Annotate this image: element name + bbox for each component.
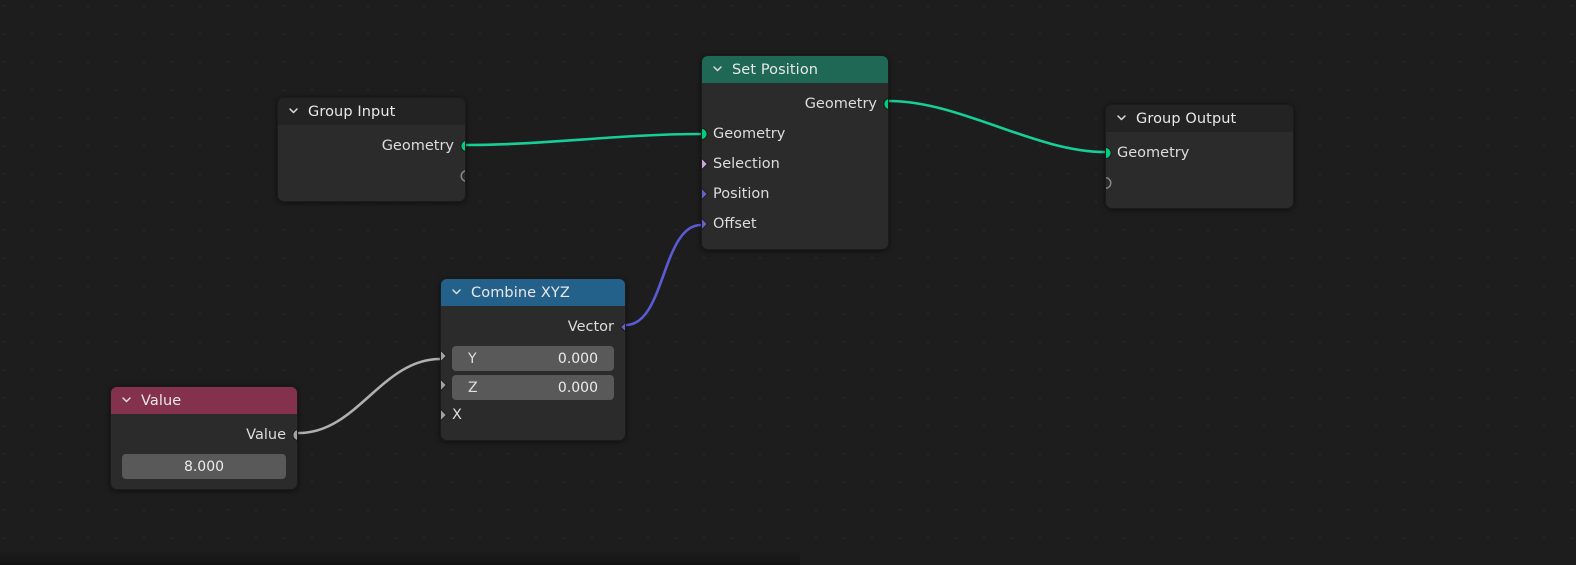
node-body: Value 8.000 [111, 414, 297, 489]
node-header-value[interactable]: Value [111, 387, 297, 414]
socket-label: Selection [713, 156, 780, 172]
socket-value-icon[interactable] [441, 409, 447, 422]
value-field-row[interactable]: 8.000 [111, 450, 297, 479]
node-link[interactable] [464, 132, 703, 147]
field-label: Z [468, 379, 478, 396]
socket-geometry-icon[interactable] [459, 139, 465, 153]
value-field-row[interactable]: Y 0.000 [441, 342, 625, 371]
output-socket-row[interactable]: Value [111, 420, 297, 450]
socket-virtual-icon[interactable] [1106, 177, 1112, 190]
number-field-z[interactable]: Z 0.000 [452, 375, 614, 400]
chevron-down-icon[interactable] [121, 394, 132, 405]
input-socket-row[interactable]: Geometry [1106, 138, 1293, 168]
number-field-y[interactable]: Y 0.000 [452, 346, 614, 371]
socket-label: Geometry [1117, 145, 1190, 161]
field-value: 8.000 [183, 458, 225, 475]
socket-geometry-icon[interactable] [1106, 146, 1112, 160]
field-label: Y [468, 350, 477, 367]
socket-vector-icon[interactable] [619, 321, 625, 334]
node-title: Group Output [1136, 110, 1237, 127]
socket-value-icon[interactable] [291, 428, 297, 442]
socket-value-icon[interactable] [441, 379, 447, 392]
socket-label: Vector [567, 319, 614, 335]
socket-geometry-icon[interactable] [702, 127, 708, 141]
output-socket-row[interactable]: Geometry [702, 89, 888, 119]
node-link[interactable] [887, 99, 1107, 154]
node-header-group-input[interactable]: Group Input [278, 98, 465, 125]
value-field-row[interactable]: Z 0.000 [441, 371, 625, 400]
socket-vector-icon[interactable] [702, 218, 708, 231]
socket-value-icon[interactable] [441, 350, 447, 363]
socket-label: Value [246, 427, 286, 443]
node-header-set-position[interactable]: Set Position [702, 56, 888, 83]
node-title: Value [141, 392, 182, 409]
socket-label: Geometry [804, 96, 877, 112]
node-body: Geometry [1106, 132, 1293, 208]
chevron-down-icon[interactable] [451, 286, 462, 297]
field-value: 0.000 [557, 379, 598, 396]
output-socket-row[interactable]: Vector [441, 312, 625, 342]
output-socket-row[interactable] [278, 161, 465, 191]
node-header-combine-xyz[interactable]: Combine XYZ [441, 279, 625, 306]
node-title: Combine XYZ [471, 284, 570, 301]
socket-geometry-icon[interactable] [882, 97, 888, 111]
node-body: Geometry [278, 125, 465, 201]
input-socket-row[interactable]: X [441, 400, 625, 430]
input-socket-row[interactable]: Offset [702, 209, 888, 239]
number-field-value[interactable]: 8.000 [122, 454, 286, 479]
chevron-down-icon[interactable] [288, 105, 299, 116]
socket-label: Geometry [381, 138, 454, 154]
node-header-group-output[interactable]: Group Output [1106, 105, 1293, 132]
chevron-down-icon[interactable] [1116, 112, 1127, 123]
input-socket-row[interactable]: Selection [702, 149, 888, 179]
node-link[interactable] [624, 223, 703, 327]
socket-boolean-icon[interactable] [702, 158, 708, 171]
socket-label: Offset [713, 216, 757, 232]
output-socket-row[interactable]: Geometry [278, 131, 465, 161]
node-title: Group Input [308, 103, 396, 120]
socket-vector-icon[interactable] [702, 188, 708, 201]
socket-label: Geometry [713, 126, 786, 142]
node-link[interactable] [297, 357, 442, 435]
input-socket-row[interactable]: Geometry [702, 119, 888, 149]
chevron-down-icon[interactable] [712, 63, 723, 74]
socket-label: X [452, 407, 462, 423]
node-title: Set Position [732, 61, 819, 78]
socket-label: Position [713, 186, 770, 202]
field-value: 0.000 [557, 350, 598, 367]
socket-virtual-icon[interactable] [460, 170, 465, 183]
input-socket-row[interactable]: Position [702, 179, 888, 209]
input-socket-row[interactable] [1106, 168, 1293, 198]
